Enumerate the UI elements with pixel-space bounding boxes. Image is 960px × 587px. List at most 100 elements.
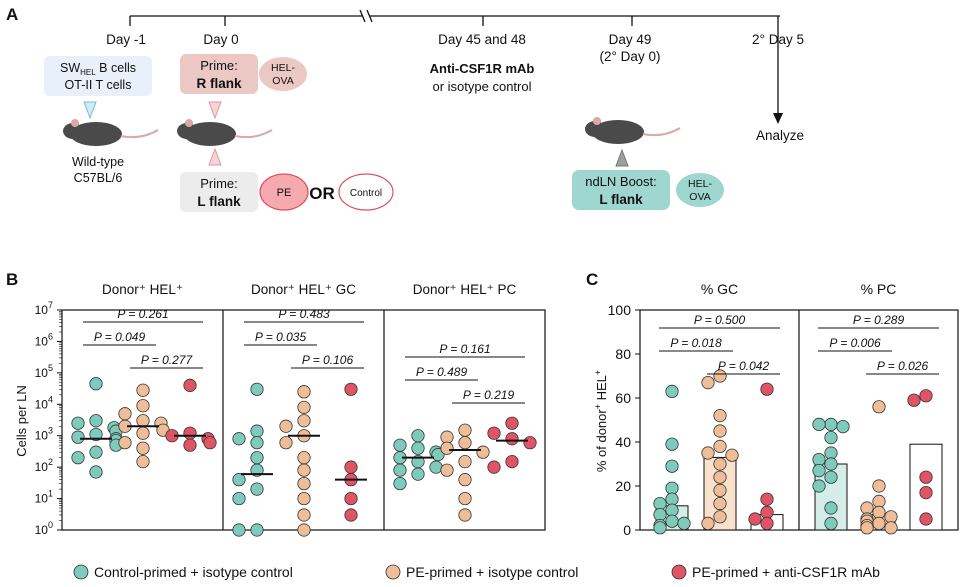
y-tick-label: 20: [615, 478, 631, 494]
data-point: [440, 430, 454, 444]
data-point: [872, 400, 886, 414]
data-point: [872, 479, 886, 493]
data-point: [919, 512, 933, 526]
hel-ova-bubble-2: [676, 173, 724, 207]
data-point: [505, 432, 519, 446]
pvalue-label: P = 0.035: [255, 330, 307, 344]
analyze-arrow-icon: [773, 113, 783, 124]
pvalue-label: P = 0.006: [829, 336, 881, 350]
data-point: [279, 419, 293, 433]
y-tick-label: 102: [35, 457, 53, 474]
data-point: [713, 510, 727, 524]
data-point: [297, 476, 311, 491]
data-point: [89, 377, 103, 391]
tick-base: 10: [35, 303, 49, 317]
data-point: [505, 455, 519, 469]
data-point: [136, 399, 150, 413]
facet-title: Donor⁺ HEL⁺ GC: [251, 282, 356, 297]
hel-ova-2-line1: HEL-: [688, 178, 712, 190]
data-point: [677, 516, 691, 531]
facet-title: Donor⁺ HEL⁺ PC: [413, 282, 517, 297]
data-point: [665, 459, 679, 473]
data-point: [297, 414, 311, 428]
prime-l-line2: L flank: [197, 194, 241, 209]
hel-ova-1-line1: HEL-: [271, 62, 295, 74]
pe-bubble: [259, 173, 309, 211]
data-point: [713, 424, 727, 438]
data-point: [344, 460, 358, 474]
injection-triangle-icon: [83, 101, 97, 120]
data-point: [476, 445, 490, 459]
facet-title: Donor⁺ HEL⁺: [102, 282, 183, 297]
data-point: [297, 400, 311, 414]
panel-b-letter: B: [6, 270, 18, 289]
data-point: [812, 417, 826, 431]
hel-ova-bubble-1: [259, 57, 307, 91]
tick-exponent: 1: [48, 489, 53, 499]
data-point: [250, 424, 264, 438]
data-point: [760, 382, 774, 396]
data-point: [297, 451, 311, 465]
data-point: [297, 463, 311, 477]
data-point: [393, 463, 407, 477]
prime-r-line2: R flank: [196, 76, 242, 91]
data-point: [344, 382, 358, 396]
data-point: [411, 467, 425, 481]
timeline-sub-day49: (2° Day 0): [600, 49, 661, 64]
data-point: [665, 492, 679, 506]
tick-base: 10: [35, 334, 49, 348]
data-point: [760, 505, 774, 520]
data-point: [297, 491, 311, 506]
pvalue-label: P = 0.219: [463, 388, 515, 402]
mouse-icon: [63, 119, 159, 146]
data-point: [824, 430, 838, 445]
data-point: [232, 473, 246, 487]
data-point: [89, 445, 103, 459]
data-point: [429, 460, 443, 474]
data-point: [344, 491, 358, 506]
data-point: [812, 452, 826, 467]
data-point: [232, 491, 246, 506]
data-point: [665, 503, 679, 517]
data-point: [440, 441, 454, 455]
data-point: [713, 369, 727, 383]
data-point: [701, 446, 715, 460]
y-tick-label: 80: [615, 346, 631, 362]
data-point: [824, 470, 838, 484]
tick-exponent: 2: [48, 457, 53, 467]
pvalue-label: P = 0.049: [94, 330, 146, 344]
injection-triangle-icon: [208, 101, 222, 120]
data-point: [203, 436, 217, 450]
data-point: [458, 436, 472, 450]
data-point: [665, 481, 679, 495]
pvalue-label: P = 0.018: [670, 336, 722, 350]
data-point: [812, 463, 826, 478]
data-point: [872, 505, 886, 520]
data-point: [411, 441, 425, 455]
mouse-icon: [177, 119, 273, 146]
treatment-line2: or isotype control: [433, 79, 532, 94]
data-point: [118, 436, 132, 450]
data-point: [250, 523, 264, 537]
data-point: [431, 448, 445, 462]
data-point: [725, 448, 739, 462]
prime-l-box: [180, 172, 258, 212]
injection-triangle-icon: [615, 148, 629, 167]
panel-c-letter: C: [586, 270, 598, 289]
data-point: [136, 383, 150, 397]
y-tick-label: 107: [35, 300, 53, 317]
y-tick-label: 105: [35, 363, 53, 380]
data-point: [344, 508, 358, 522]
tick-base: 10: [35, 429, 49, 443]
y-tick-label: 103: [35, 426, 53, 443]
data-point: [713, 439, 727, 453]
data-point: [812, 479, 826, 493]
y-tick-label: 0: [623, 522, 631, 538]
panel-b-ylabel: Cells per LN: [14, 385, 29, 457]
data-point: [440, 463, 454, 477]
data-point: [919, 485, 933, 500]
y-tick-label: 106: [35, 331, 53, 348]
data-point: [250, 382, 264, 396]
data-point: [824, 457, 838, 471]
pvalue-label: P = 0.161: [439, 342, 490, 356]
